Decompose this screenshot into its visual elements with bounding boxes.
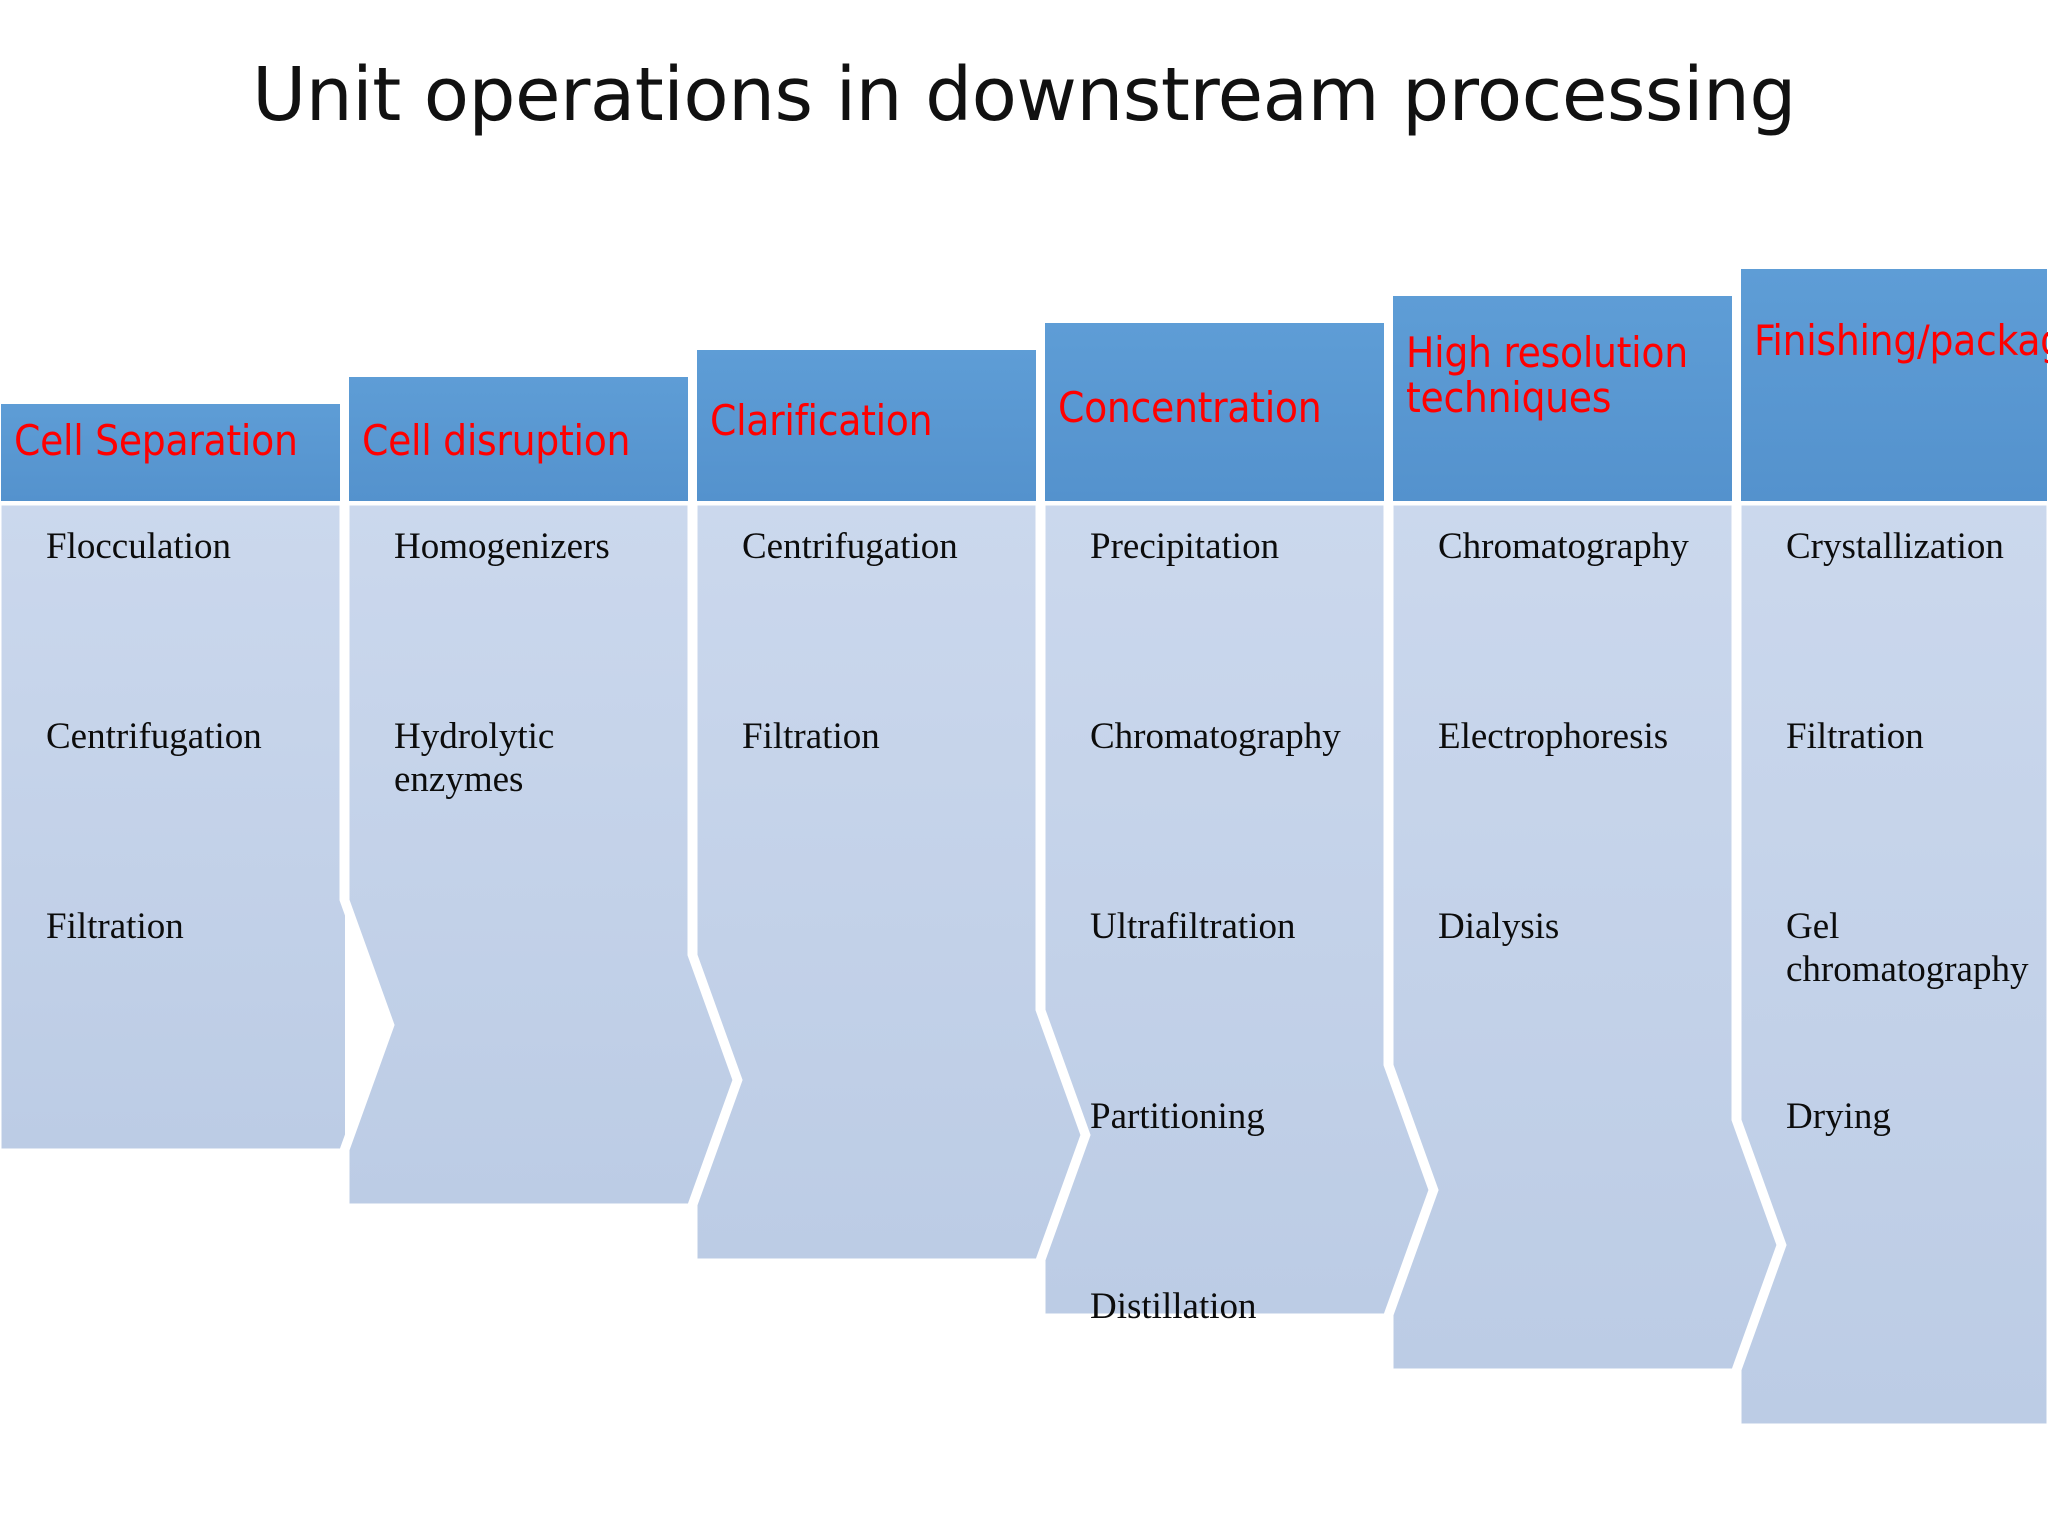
column-header-label: Cell disruption bbox=[362, 418, 631, 465]
column-header-high-resolution-techniques: High resolution techniques bbox=[1392, 330, 1733, 495]
column-shape-finishing-packaging bbox=[1740, 267, 2048, 1427]
list-item[interactable]: Crystallization bbox=[1786, 526, 2004, 567]
column-header-label: Clarification bbox=[710, 398, 933, 445]
list-item[interactable]: Hydrolytic enzymes bbox=[394, 716, 555, 801]
list-item[interactable]: Homogenizers bbox=[394, 526, 610, 567]
list-item[interactable]: Drying bbox=[1786, 1096, 1891, 1137]
column-shape-cell-disruption bbox=[348, 375, 736, 1207]
process-column-concentration[interactable]: Concentration Precipitation Chromatograp… bbox=[1044, 0, 1432, 1536]
list-item[interactable]: Chromatography bbox=[1090, 716, 1341, 757]
column-items-cell-separation: Flocculation Centrifugation Filtration bbox=[0, 525, 341, 1095]
list-item[interactable]: Centrifugation bbox=[742, 526, 958, 567]
list-item[interactable]: Partitioning bbox=[1090, 1096, 1265, 1137]
column-header-label: Finishing/packaging bbox=[1754, 318, 2048, 365]
column-header-label: High resolution techniques bbox=[1406, 330, 1688, 423]
list-item[interactable]: Ultrafiltration bbox=[1090, 906, 1296, 947]
process-column-finishing-packaging[interactable]: Finishing/packaging Crystallization Filt… bbox=[1740, 0, 2048, 1536]
column-items-finishing-packaging: Crystallization Filtration Gel chromatog… bbox=[1740, 525, 2048, 1285]
column-shape-high-resolution-techniques bbox=[1392, 294, 1780, 1372]
column-shape-clarification bbox=[696, 348, 1084, 1262]
list-item[interactable]: Precipitation bbox=[1090, 526, 1280, 567]
column-shape-concentration bbox=[1044, 321, 1432, 1317]
column-header-cell-separation: Cell Separation bbox=[0, 418, 341, 502]
column-items-clarification: Centrifugation Filtration bbox=[696, 525, 1037, 905]
process-column-cell-separation[interactable]: Cell Separation Flocculation Centrifugat… bbox=[0, 0, 345, 1536]
list-item[interactable]: Chromatography bbox=[1438, 526, 1689, 567]
column-header-label: Cell Separation bbox=[14, 418, 298, 465]
column-items-high-resolution-techniques: Chromatography Electrophoresis Dialysis bbox=[1392, 525, 1733, 1095]
list-item[interactable]: Filtration bbox=[742, 716, 880, 757]
list-item[interactable]: Filtration bbox=[1786, 716, 1924, 757]
column-items-concentration: Precipitation Chromatography Ultrafiltra… bbox=[1044, 525, 1385, 1475]
column-shape-cell-separation bbox=[0, 402, 345, 1152]
column-header-finishing-packaging: Finishing/packaging bbox=[1740, 318, 2048, 498]
process-column-clarification[interactable]: Clarification Centrifugation Filtration bbox=[696, 0, 1084, 1536]
process-column-cell-disruption[interactable]: Cell disruption Homogenizers Hydrolytic … bbox=[348, 0, 736, 1536]
column-header-label: Concentration bbox=[1058, 385, 1322, 432]
column-header-concentration: Concentration bbox=[1044, 385, 1385, 495]
list-item[interactable]: Centrifugation bbox=[46, 716, 262, 757]
list-item[interactable]: Gel chromatography bbox=[1786, 906, 2029, 991]
column-header-cell-disruption: Cell disruption bbox=[348, 418, 689, 502]
list-item[interactable]: Filtration bbox=[46, 906, 184, 947]
list-item[interactable]: Distillation bbox=[1090, 1286, 1257, 1327]
process-column-high-resolution-techniques[interactable]: High resolution techniques Chromatograph… bbox=[1392, 0, 1780, 1536]
column-header-clarification: Clarification bbox=[696, 398, 1037, 498]
list-item[interactable]: Flocculation bbox=[46, 526, 231, 567]
list-item[interactable]: Electrophoresis bbox=[1438, 716, 1669, 757]
page-title: Unit operations in downstream processing bbox=[252, 52, 1796, 138]
list-item[interactable]: Dialysis bbox=[1438, 906, 1560, 947]
column-items-cell-disruption: Homogenizers Hydrolytic enzymes bbox=[348, 525, 689, 905]
